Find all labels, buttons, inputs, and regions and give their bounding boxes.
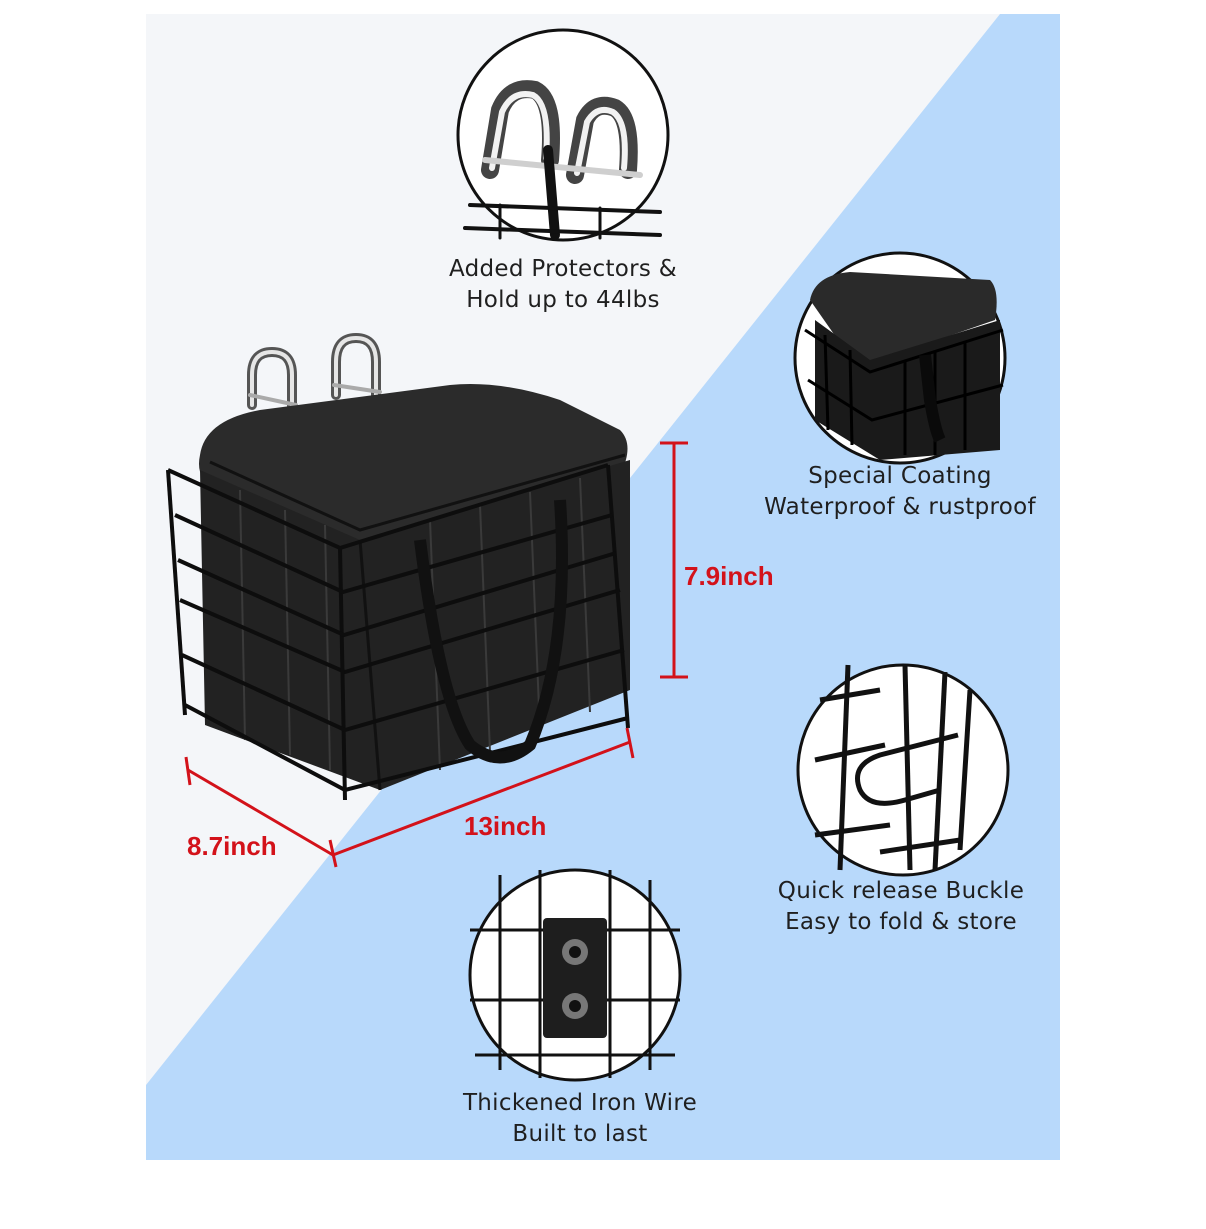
- feature-circle-wire: [468, 868, 682, 1082]
- caption-protectors: Added Protectors & Hold up to 44lbs: [403, 254, 723, 316]
- dimension-width-label: 13inch: [464, 811, 547, 841]
- bag-strap: [414, 499, 568, 764]
- iron-wire-plate-icon: [470, 870, 680, 1078]
- feature-circle-coating: [793, 251, 1007, 465]
- caption-protectors-line1: Added Protectors &: [448, 256, 678, 282]
- feature-circle-protectors: [456, 28, 670, 242]
- caption-wire-line1: Thickened Iron Wire: [462, 1090, 698, 1116]
- caption-buckle-line1: Quick release Buckle: [777, 878, 1025, 904]
- quick-release-buckle-icon: [814, 664, 973, 871]
- basket-with-bag-icon: [166, 332, 630, 801]
- caption-coating-line2: Waterproof & rustproof: [764, 494, 1036, 520]
- caption-wire: Thickened Iron Wire Built to last: [420, 1088, 740, 1150]
- caption-protectors-line2: Hold up to 44lbs: [466, 287, 660, 313]
- caption-wire-line2: Built to last: [512, 1121, 648, 1147]
- caption-coating: Special Coating Waterproof & rustproof: [740, 461, 1060, 523]
- dimension-depth-label: 8.7inch: [187, 831, 277, 861]
- basket-hooks: [247, 332, 382, 415]
- caption-buckle: Quick release Buckle Easy to fold & stor…: [741, 876, 1061, 938]
- hook-protector-icon: [463, 80, 662, 240]
- basket-wire-frame: [166, 463, 630, 801]
- feature-circle-buckle: [796, 663, 1010, 877]
- dimension-lines: [184, 441, 688, 868]
- coated-basket-corner-icon: [804, 272, 1004, 460]
- caption-buckle-line2: Easy to fold & store: [785, 909, 1017, 935]
- caption-coating-line1: Special Coating: [808, 463, 992, 489]
- dimension-height-label: 7.9inch: [684, 561, 774, 591]
